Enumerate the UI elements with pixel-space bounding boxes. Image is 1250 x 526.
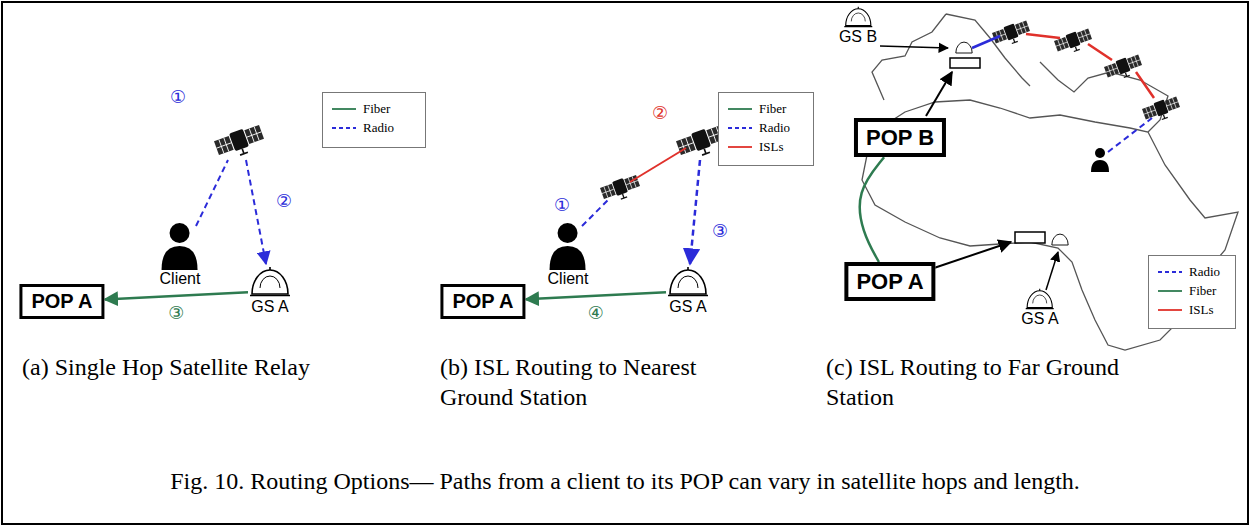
legend-line-sample [331,104,357,114]
node-label: POP B [866,125,934,150]
pop-box: POP A [440,284,525,319]
legend-text: Fiber [1189,283,1216,299]
legend-row: Radio [727,118,805,137]
ground-station-icon [1025,288,1056,310]
ground-station-icon [666,266,710,298]
legend-row: Fiber [331,99,417,118]
node-label: POP A [31,290,92,313]
ground-station-node: GS B [839,6,877,47]
node-label: GS A [1021,310,1058,328]
pop-site [950,58,980,68]
node-label: POP A [856,269,923,294]
satellite-icon [991,19,1031,49]
ground-station-node: GS A [248,266,292,316]
callout-number: ② [276,192,292,210]
legend-row: Radio [1157,262,1227,281]
callout-number: ③ [168,304,184,322]
radio-link [690,160,700,264]
radio-link [1108,118,1152,152]
legend-line-sample [331,123,357,133]
pop-box: POP A [844,262,935,301]
legend-line-sample [727,123,753,133]
legend-box: FiberRadioISLs [718,92,814,166]
legend-text: ISLs [759,139,784,155]
leader-arrow [934,242,1011,268]
subfigure-caption: (a) Single Hop Satellite Relay [22,352,352,382]
node-label: Client [160,270,201,288]
isl-link [1026,34,1154,98]
client-icon [1091,148,1109,172]
callout-number: ① [170,88,186,106]
client-node: Client [160,222,201,288]
isl-link [630,148,686,182]
satellite-icon [1053,27,1093,57]
legend-text: Fiber [759,101,786,117]
legend-text: Fiber [363,101,390,117]
node-label: GS A [248,298,292,316]
fiber-link [105,292,248,299]
radio-link [196,160,228,226]
legend-text: ISLs [1189,302,1214,318]
client-node: Client [548,222,589,288]
leader-arrow [880,46,948,48]
callout-number: ③ [712,222,728,240]
satellite-icon [213,123,266,162]
radio-link [246,160,266,264]
pop-box: POP A [19,284,104,319]
callout-number: ④ [588,304,604,322]
ground-station-icon [956,42,972,53]
legend-row: Radio [331,118,417,137]
legend-row: ISLs [727,137,805,156]
fiber-link [860,157,884,262]
node-label: POP A [452,290,513,313]
europe-coastline [872,14,1168,132]
pop-site [1015,232,1045,243]
ground-station-node: GS A [666,266,710,316]
leader-arrow [926,72,952,116]
legend-line-sample [1157,305,1183,315]
callout-number: ② [652,104,668,122]
node-label: GS B [839,28,877,46]
leader-arrow [1046,252,1058,290]
client-icon [160,222,200,270]
legend-text: Radio [363,120,394,136]
ground-station-node: GS A [1021,288,1058,329]
callout-number: ① [554,196,570,214]
pop-box: POP B [854,118,946,157]
legend-row: ISLs [1157,300,1227,319]
legend-text: Radio [759,120,790,136]
client-icon [548,222,588,270]
legend-text: Radio [1189,264,1220,280]
legend-line-sample [1157,267,1183,277]
legend-line-sample [727,104,753,114]
subfigure-caption: (b) ISL Routing to Nearest Ground Statio… [440,352,740,412]
legend-line-sample [727,142,753,152]
radio-link [582,198,610,226]
ground-station-icon [843,6,874,28]
ground-station-icon [1052,234,1068,245]
subfigure-caption: (c) ISL Routing to Far Ground Station [826,352,1146,412]
figure-caption: Fig. 10. Routing Options— Paths from a c… [0,468,1250,495]
legend-row: Fiber [727,99,805,118]
node-label: Client [548,270,589,288]
legend-box: FiberRadio [322,92,426,148]
legend-row: Fiber [1157,281,1227,300]
fiber-link [526,292,666,299]
legend-line-sample [1157,286,1183,296]
node-label: GS A [666,298,710,316]
radio-link [972,36,1000,48]
ground-station-icon [248,266,292,298]
africa-outline [862,100,1238,350]
legend-box: RadioFiberISLs [1148,255,1236,329]
